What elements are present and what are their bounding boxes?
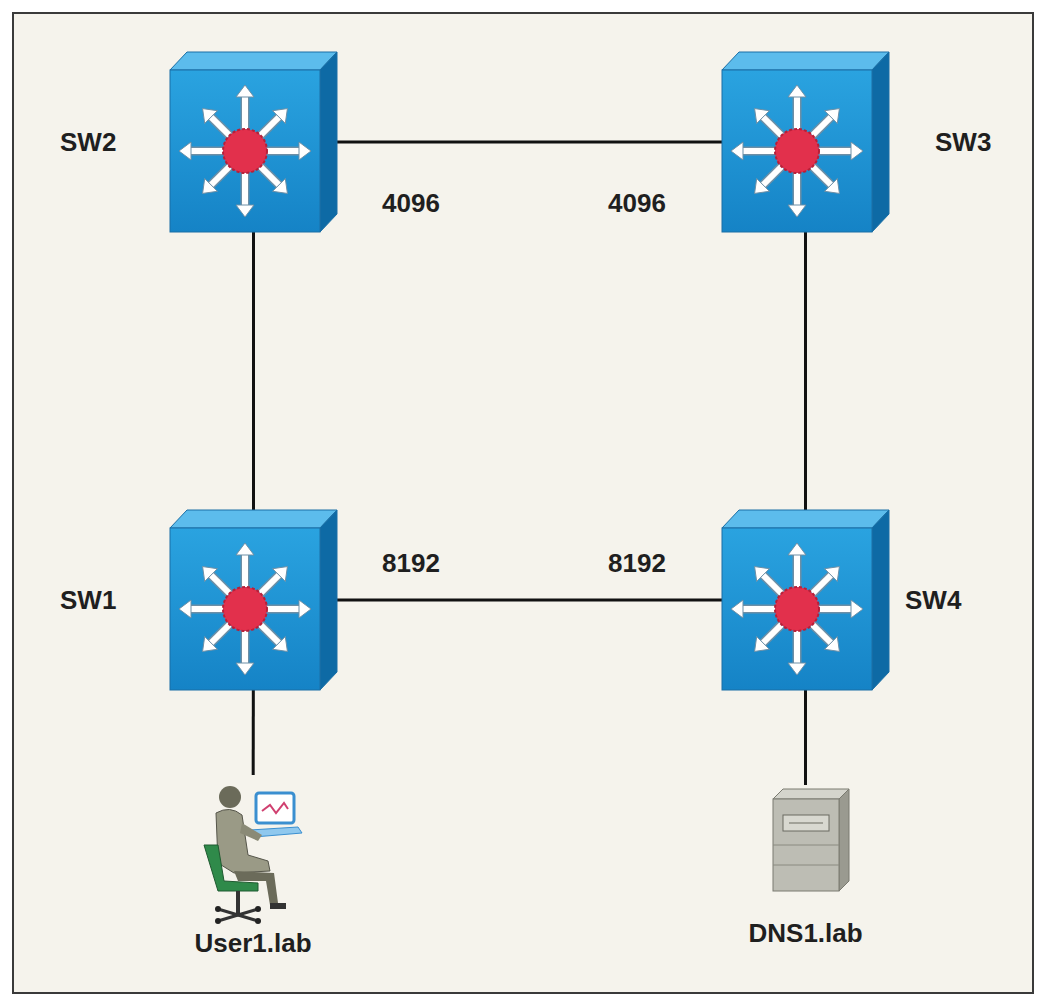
network-link bbox=[337, 600, 722, 601]
priority-value: 4096 bbox=[382, 188, 440, 219]
priority-value: 8192 bbox=[608, 548, 666, 579]
layer3-switch-icon bbox=[170, 510, 337, 690]
priority-value: 8192 bbox=[382, 548, 440, 579]
node-label: DNS1.lab bbox=[749, 918, 863, 949]
node-label: SW2 bbox=[60, 127, 116, 158]
layer3-switch-icon bbox=[722, 52, 889, 232]
priority-value: 4096 bbox=[608, 188, 666, 219]
user-workstation: User1.lab bbox=[178, 775, 328, 965]
layer3-switch: SW1 bbox=[170, 510, 337, 690]
node-label: SW3 bbox=[935, 127, 991, 158]
layer3-switch: SW4 bbox=[722, 510, 889, 690]
layer3-switch-icon bbox=[170, 52, 337, 232]
node-label: SW4 bbox=[905, 585, 961, 616]
network-link bbox=[805, 232, 806, 510]
layer3-switch: SW2 bbox=[170, 52, 337, 232]
dns-server: DNS1.lab bbox=[733, 785, 878, 950]
node-label: SW1 bbox=[60, 585, 116, 616]
network-link bbox=[337, 142, 722, 143]
layer3-switch-icon bbox=[722, 510, 889, 690]
network-link bbox=[253, 232, 254, 510]
node-label: User1.lab bbox=[195, 928, 312, 959]
network-link bbox=[253, 690, 254, 775]
network-link bbox=[805, 690, 806, 785]
layer3-switch: SW3 bbox=[722, 52, 889, 232]
